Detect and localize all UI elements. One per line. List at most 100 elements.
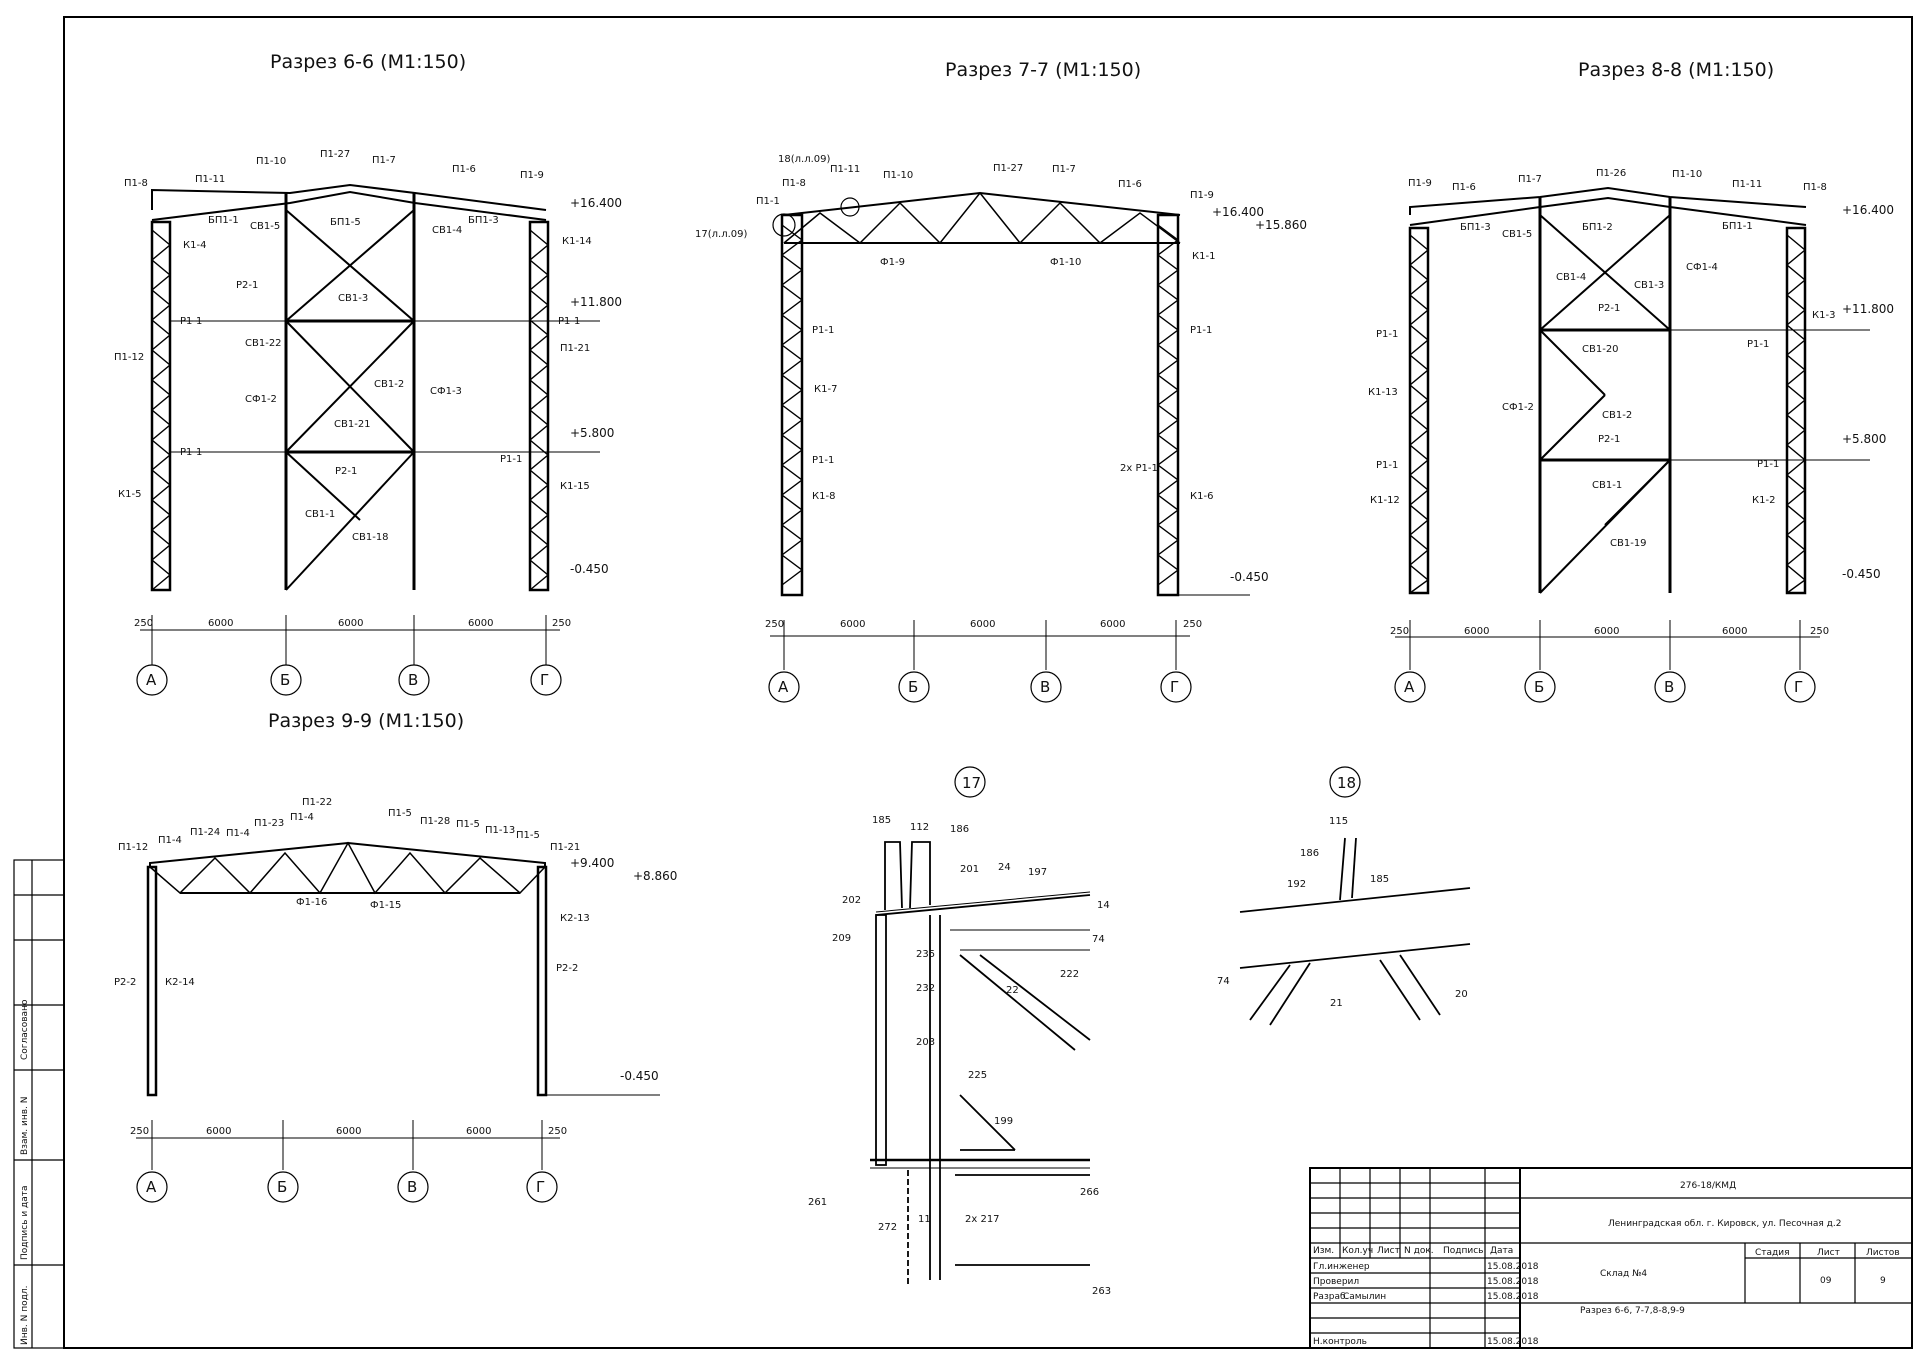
member-label: Р1-1 xyxy=(500,454,522,465)
member-label: К1-1 xyxy=(1192,251,1215,262)
member-label: К2-14 xyxy=(165,977,195,988)
section-6-frame xyxy=(140,183,600,665)
side-stamp-approved: Согласовано xyxy=(20,999,30,1060)
member-label: П1-28 xyxy=(420,816,450,827)
section-6-title: Разрез 6-6 (М1:150) xyxy=(270,51,466,73)
col-header: Кол.уч xyxy=(1342,1246,1373,1256)
section-8-elevation: -0.450 xyxy=(1842,567,1881,581)
section-6-dim: 6000 xyxy=(338,618,363,629)
callout-label: 21 xyxy=(1330,998,1343,1009)
member-label: П1-12 xyxy=(118,842,148,853)
col-header: Дата xyxy=(1490,1246,1513,1256)
callout-label: 263 xyxy=(1092,1286,1111,1297)
callout-label: 185 xyxy=(1370,874,1389,885)
member-label: Р2-2 xyxy=(556,963,578,974)
section-6-elevation: +11.800 xyxy=(570,295,622,309)
section-6-dim: 6000 xyxy=(468,618,493,629)
title-address: Ленинградская обл. г. Кировск, ул. Песоч… xyxy=(1608,1219,1842,1229)
section-9-elevation: +8.860 xyxy=(633,869,677,883)
member-label: П1-23 xyxy=(254,818,284,829)
member-label: П1-10 xyxy=(256,156,286,167)
section-6-axis-a: А xyxy=(146,671,157,689)
section-7-dim: 6000 xyxy=(1100,619,1125,630)
sheets-count: 9 xyxy=(1880,1276,1886,1286)
callout-label: 74 xyxy=(1092,934,1105,945)
member-label: П1-8 xyxy=(1803,182,1827,193)
role-date: 15.08.2018 xyxy=(1487,1292,1539,1302)
member-label: Р2-1 xyxy=(335,466,357,477)
member-label: 2х Р1-1 xyxy=(1120,463,1158,474)
node-17-drawing xyxy=(870,841,1091,1285)
sheet-frame xyxy=(63,16,1913,1349)
section-9-9: Разрез 9-9 (М1:150) А Б В Г 250 6000 600… xyxy=(114,710,677,1203)
member-label: СВ1-22 xyxy=(245,338,282,349)
section-9-axis-a: А xyxy=(146,1178,157,1196)
member-label: БП1-1 xyxy=(1722,221,1753,232)
member-label: Р1-1 xyxy=(1747,339,1769,350)
member-label: Р2-1 xyxy=(1598,303,1620,314)
col-header: Изм. xyxy=(1313,1246,1334,1256)
section-7-title: Разрез 7-7 (М1:150) xyxy=(945,59,1141,81)
side-stamp-replace: Взам. инв. N xyxy=(20,1097,30,1155)
member-label: Р1-1 xyxy=(1376,460,1398,471)
section-6-dim: 250 xyxy=(134,618,153,629)
node-17: 17 185 112 186 201 24 1 xyxy=(808,766,1111,1297)
member-label: Р1-1 xyxy=(1190,325,1212,336)
member-label: К1-14 xyxy=(562,236,592,247)
member-label: П1-8 xyxy=(782,178,806,189)
member-label: К1-8 xyxy=(812,491,835,502)
callout-label: 22 xyxy=(1006,985,1019,996)
section-6-6: Разрез 6-6 (М1:150) xyxy=(114,51,622,696)
section-8-axis-b: Б xyxy=(1534,678,1544,696)
callout-label: 2х 217 xyxy=(965,1214,1000,1225)
section-8-dim: 250 xyxy=(1810,626,1829,637)
callout-label: 186 xyxy=(950,824,969,835)
section-8-axis-g: Г xyxy=(1794,678,1803,696)
title-object: Склад №4 xyxy=(1600,1269,1647,1279)
section-8-dim: 250 xyxy=(1390,626,1409,637)
callout-label: 202 xyxy=(842,895,861,906)
section-6-elevation: -0.450 xyxy=(570,562,609,576)
member-label: П1-7 xyxy=(372,155,396,166)
member-label: Р1-1 xyxy=(180,316,202,327)
member-label: Ф1-9 xyxy=(880,257,905,268)
member-label: СФ1-2 xyxy=(1502,402,1534,413)
col-header: N док. xyxy=(1404,1246,1434,1256)
section-8-dim: 6000 xyxy=(1464,626,1489,637)
member-label: СВ1-5 xyxy=(250,221,280,232)
member-label: СВ1-2 xyxy=(374,379,404,390)
section-6-labels: П1-8 П1-11 П1-10 П1-27 П1-7 П1-6 П1-9 БП… xyxy=(114,149,592,543)
member-label: П1-5 xyxy=(516,830,540,841)
member-label: Ф1-15 xyxy=(370,900,401,911)
section-7-axis-g: Г xyxy=(1170,678,1179,696)
callout-label: 185 xyxy=(872,815,891,826)
member-label: П1-27 xyxy=(993,163,1023,174)
member-label: К1-6 xyxy=(1190,491,1213,502)
member-label: П1-21 xyxy=(550,842,580,853)
section-9-title: Разрез 9-9 (М1:150) xyxy=(268,710,464,732)
role-date: 15.08.2018 xyxy=(1487,1337,1539,1347)
side-stamp xyxy=(13,859,65,1349)
member-label: Р2-2 xyxy=(114,977,136,988)
section-7-dim: 6000 xyxy=(970,619,995,630)
col-header: Лист xyxy=(1377,1246,1400,1256)
sheet-number: 09 xyxy=(1820,1276,1832,1286)
member-label: П1-11 xyxy=(195,174,225,185)
member-label: СВ1-5 xyxy=(1502,229,1532,240)
member-label: П1-12 xyxy=(114,352,144,363)
section-9-dim: 6000 xyxy=(206,1126,231,1137)
member-label: П1-24 xyxy=(190,827,220,838)
member-label: СВ1-19 xyxy=(1610,538,1647,549)
role-date: 15.08.2018 xyxy=(1487,1262,1539,1272)
title-sheet-name: Разрез 6-6, 7-7,8-8,9-9 xyxy=(1580,1306,1685,1316)
member-label: П1-9 xyxy=(1190,190,1214,201)
section-7-axis-a: А xyxy=(778,678,789,696)
member-label: СВ1-3 xyxy=(338,293,368,304)
member-label: СВ1-4 xyxy=(1556,272,1586,283)
member-label: П1-6 xyxy=(1452,182,1476,193)
section-9-frame xyxy=(136,841,660,1170)
stage-header: Стадия xyxy=(1755,1248,1790,1258)
callout-label: 232 xyxy=(916,983,935,994)
sheet-header: Лист xyxy=(1817,1248,1840,1258)
section-7-7: Разрез 7-7 (М1:150) А Б В Г 250 6000 600… xyxy=(695,59,1307,703)
